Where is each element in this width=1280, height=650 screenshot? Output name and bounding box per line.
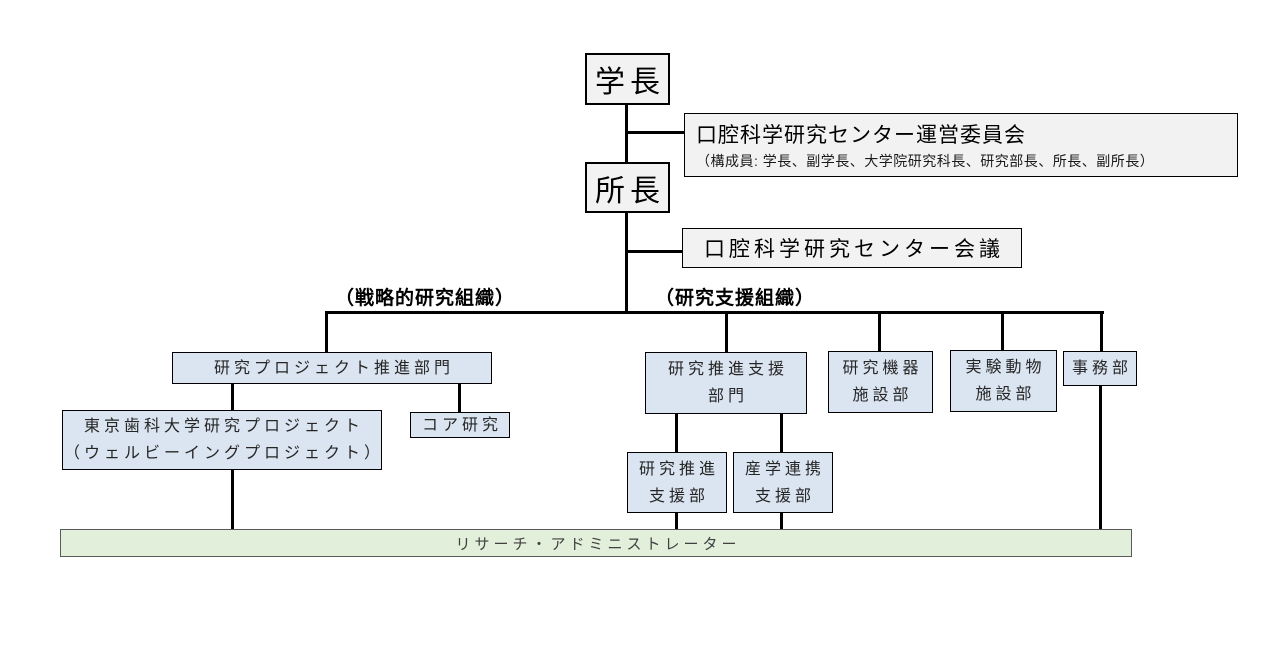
strategic-group-label: （戦略的研究組織） (334, 288, 515, 309)
director-box: 所長 (585, 162, 670, 213)
president-label: 学長 (595, 66, 665, 99)
lab-animal-facility-dept-line2: 施設部 (975, 386, 1036, 403)
research-promotion-support-dept-box: 研究推進 支援部 (627, 452, 727, 513)
research-promotion-support-dept-line2: 支援部 (648, 487, 709, 505)
lab-animal-facility-dept-line1: 実験動物 (965, 359, 1046, 376)
tdc-research-project-line2: （ウェルビーイングプロジェクト） (64, 445, 385, 462)
line-research-promotion-to-bar (675, 513, 678, 529)
core-research-label: コア研究 (421, 416, 502, 434)
research-promotion-support-dept-line1: 研究推進 (638, 460, 719, 478)
president-box: 学長 (585, 53, 670, 105)
research-equipment-facility-dept-line1: 研究機器 (842, 360, 923, 377)
drop-tdc-project (231, 384, 234, 410)
line-to-center-meeting (627, 250, 682, 253)
tdc-research-project-line1: 東京歯科大学研究プロジェクト (83, 418, 364, 435)
industry-academia-support-dept-box: 産学連携 支援部 (733, 452, 833, 513)
industry-academia-support-dept-line2: 支援部 (754, 487, 815, 505)
drop-admin-dept (1100, 311, 1103, 351)
research-project-promotion-division-label: 研究プロジェクト推進部門 (213, 359, 454, 377)
drop-project-promotion (325, 311, 328, 352)
research-promotion-support-division-line2: 部門 (707, 388, 748, 405)
drop-industry-academia-dept (780, 414, 783, 452)
steering-committee-members: （構成員: 学長、副学長、大学院研究科長、研究部長、所長、副所長） (696, 153, 1155, 169)
drop-equipment-dept (878, 311, 881, 351)
research-equipment-facility-dept-line2: 施設部 (852, 387, 913, 404)
research-promotion-support-division-box: 研究推進支援 部門 (645, 352, 807, 414)
steering-committee-box: 口腔科学研究センター運営委員会 （構成員: 学長、副学長、大学院研究科長、研究部… (684, 113, 1238, 177)
research-administrator-bar: リサーチ・アドミニストレーター (60, 529, 1132, 557)
drop-research-support-division (725, 311, 728, 352)
center-meeting-box: 口腔科学研究センター会議 (682, 228, 1022, 268)
research-administrator-label: リサーチ・アドミニストレーター (455, 535, 741, 553)
lab-animal-facility-dept-box: 実験動物 施設部 (950, 350, 1057, 412)
director-label: 所長 (595, 174, 665, 208)
administration-dept-box: 事務部 (1063, 351, 1137, 386)
drop-animal-dept (1001, 311, 1004, 350)
drop-research-promotion-dept (675, 414, 678, 452)
line-to-steering-committee (627, 131, 684, 134)
steering-committee-title: 口腔科学研究センター運営委員会 (696, 124, 1026, 147)
line-president-director (625, 105, 628, 163)
industry-academia-support-dept-line1: 産学連携 (744, 460, 825, 478)
research-project-promotion-division-box: 研究プロジェクト推進部門 (172, 352, 492, 384)
line-admin-to-bar (1099, 386, 1102, 529)
line-main-horizontal (325, 311, 1104, 314)
drop-core-research (458, 384, 461, 412)
research-equipment-facility-dept-box: 研究機器 施設部 (828, 351, 933, 413)
line-tdc-to-bar (231, 470, 234, 529)
tdc-research-project-box: 東京歯科大学研究プロジェクト （ウェルビーイングプロジェクト） (62, 410, 382, 470)
center-meeting-label: 口腔科学研究センター会議 (704, 238, 1004, 261)
core-research-box: コア研究 (410, 412, 510, 438)
research-promotion-support-division-line1: 研究推進支援 (667, 361, 788, 378)
line-industry-academia-to-bar (780, 513, 783, 529)
administration-dept-label: 事務部 (1071, 360, 1132, 377)
support-group-label: （研究支援組織） (654, 288, 815, 309)
line-director-trunk (625, 213, 628, 313)
